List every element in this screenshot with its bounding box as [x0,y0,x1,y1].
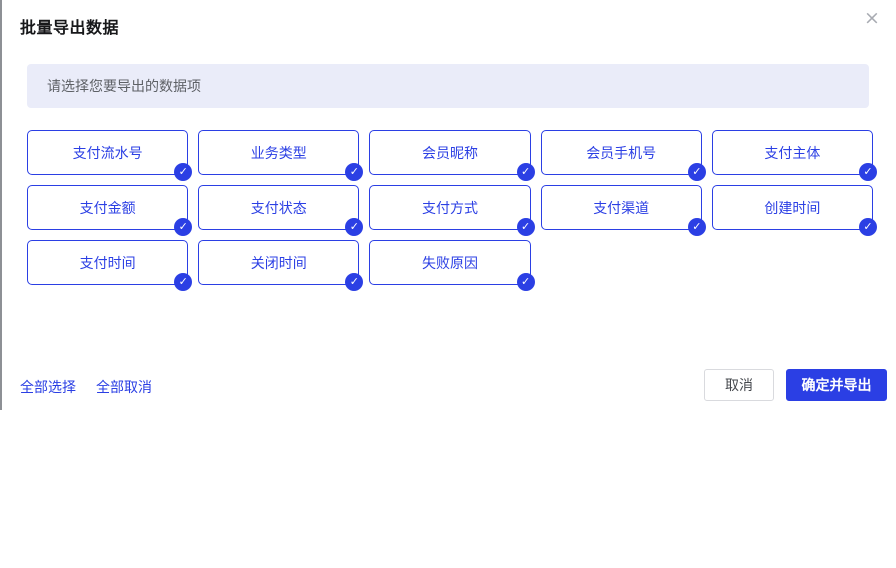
check-icon: ✓ [858,218,877,236]
field-chip-label: 支付渠道 [593,199,650,216]
field-chip-label: 关闭时间 [250,254,307,271]
footer-links: 全部选择 全部取消 [20,377,152,397]
check-icon: ✓ [174,218,193,236]
field-chip-label: 支付方式 [421,199,478,216]
field-chip[interactable]: 支付金额 ✓ [27,185,193,236]
field-chip-label: 会员手机号 [586,144,657,161]
check-icon: ✓ [516,218,535,236]
check-icon: ✓ [174,273,193,291]
field-chip[interactable]: 会员昵称 ✓ [369,130,535,181]
check-icon: ✓ [174,163,193,181]
check-icon: ✓ [345,273,364,291]
check-icon: ✓ [687,218,706,236]
field-chip[interactable]: 失败原因 ✓ [369,240,535,291]
field-chip[interactable]: 支付方式 ✓ [369,185,535,236]
check-icon: ✓ [516,163,535,181]
confirm-export-button[interactable]: 确定并导出 [786,369,887,401]
check-icon: ✓ [516,273,535,291]
panel-left-edge [0,0,2,410]
check-icon: ✓ [345,218,364,236]
field-chip[interactable]: 支付状态 ✓ [198,185,364,236]
field-chip-label: 会员昵称 [421,144,478,161]
field-chip-label: 失败原因 [421,254,478,271]
dialog-title: 批量导出数据 [20,20,120,37]
field-chip[interactable]: 支付流水号 ✓ [27,130,193,181]
check-icon: ✓ [345,163,364,181]
select-all-link[interactable]: 全部选择 [20,379,76,395]
deselect-all-link[interactable]: 全部取消 [96,379,152,395]
field-chip[interactable]: 支付渠道 ✓ [540,185,706,236]
field-chip-label: 支付主体 [764,144,821,161]
footer-actions: 取消 确定并导出 [704,369,887,401]
field-chip-label: 支付流水号 [72,144,143,161]
field-chip-label: 业务类型 [250,144,307,161]
fields-grid: 支付流水号✓业务类型✓会员昵称✓会员手机号✓支付主体✓支付金额✓支付状态✓支付方… [27,130,877,291]
field-chip-label: 创建时间 [764,199,821,216]
field-chip-label: 支付金额 [79,199,136,216]
field-chip[interactable]: 创建时间 ✓ [711,185,877,236]
field-chip[interactable]: 支付时间 ✓ [27,240,193,291]
notice-banner: 请选择您要导出的数据项 [27,64,869,108]
field-chip-label: 支付时间 [79,254,136,271]
check-icon: ✓ [858,163,877,181]
notice-text: 请选择您要导出的数据项 [47,78,201,94]
field-chip[interactable]: 关闭时间 ✓ [198,240,364,291]
close-icon[interactable]: × [858,4,886,32]
field-chip-label: 支付状态 [250,199,307,216]
field-chip[interactable]: 支付主体 ✓ [711,130,877,181]
field-chip[interactable]: 业务类型 ✓ [198,130,364,181]
cancel-button[interactable]: 取消 [704,369,774,401]
check-icon: ✓ [687,163,706,181]
field-chip[interactable]: 会员手机号 ✓ [540,130,706,181]
